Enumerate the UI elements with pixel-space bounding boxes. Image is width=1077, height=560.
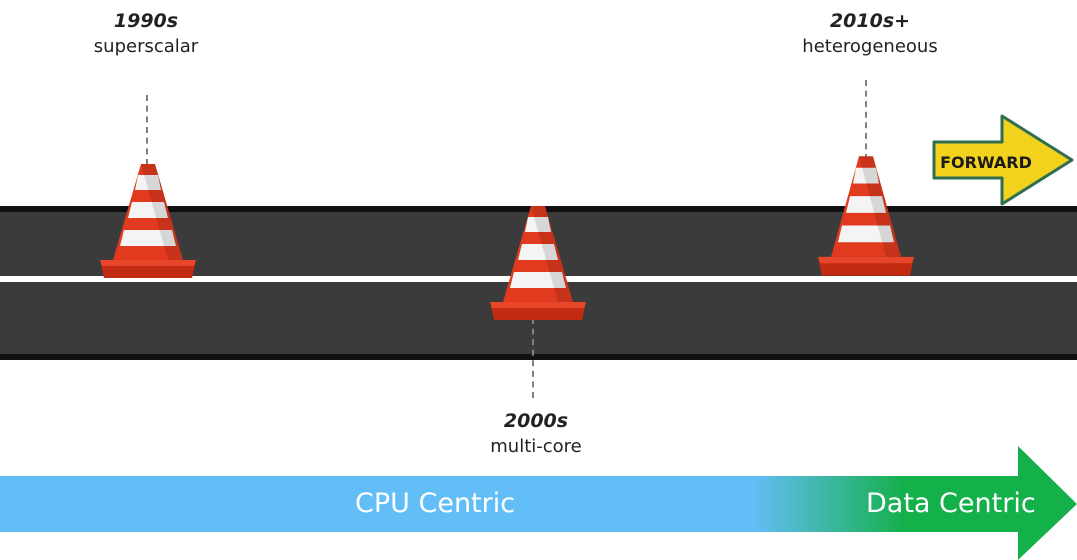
forward-sign-text: FORWARD xyxy=(940,153,1032,172)
leader-line-1990s xyxy=(146,95,148,165)
traffic-cone-icon xyxy=(100,164,196,278)
milestone-era: 1990s xyxy=(113,10,179,32)
milestone-desc: multi-core xyxy=(490,436,582,457)
leader-line-2010s xyxy=(865,80,867,160)
milestone-desc: superscalar xyxy=(93,36,199,57)
leader-line-2000s xyxy=(532,318,534,398)
traffic-cone-icon xyxy=(490,206,586,320)
milestone-desc: heterogeneous xyxy=(802,36,938,57)
milestone-2000s: 2000s multi-core xyxy=(466,410,606,457)
data-centric-label: Data Centric xyxy=(866,488,1036,519)
milestone-era: 2010s+ xyxy=(829,10,911,32)
cpu-to-data-arrow xyxy=(0,446,1077,560)
milestone-1990s: 1990s superscalar xyxy=(76,10,216,57)
traffic-cone-icon xyxy=(818,156,914,276)
cpu-centric-label: CPU Centric xyxy=(355,488,516,519)
milestone-2010s: 2010s+ heterogeneous xyxy=(775,10,965,57)
forward-arrow-sign: FORWARD xyxy=(932,114,1074,206)
milestone-era: 2000s xyxy=(503,410,569,432)
